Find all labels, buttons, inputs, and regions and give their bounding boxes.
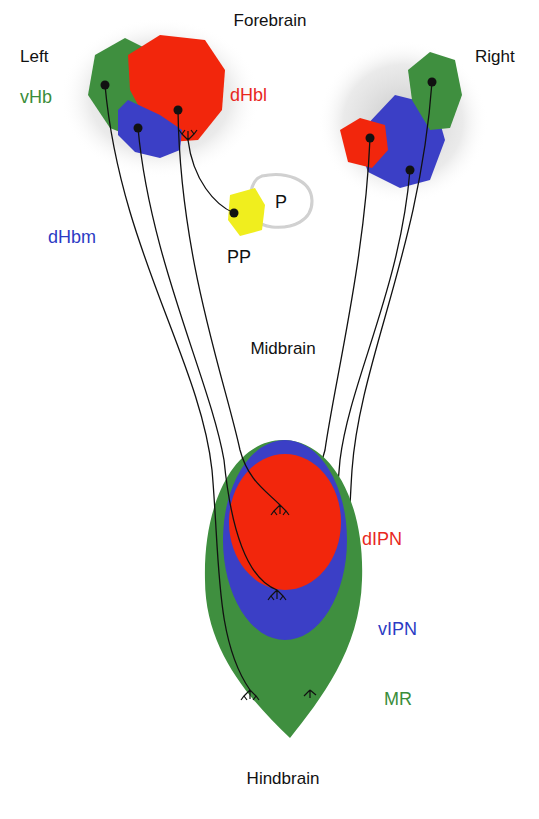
right-somata <box>366 78 437 175</box>
region-node: dIPN <box>229 454 341 590</box>
soma <box>428 78 437 87</box>
region-fill <box>229 454 341 590</box>
region-label: P <box>250 193 312 211</box>
region-fill <box>205 440 362 738</box>
region-fill <box>118 100 182 158</box>
region-heading: Right <box>475 48 515 65</box>
region-shape <box>203 438 365 740</box>
region-shape <box>125 33 228 145</box>
region-label: dIPN <box>362 530 402 548</box>
region-shape <box>229 454 341 590</box>
soma <box>230 209 239 218</box>
region-label: vHb <box>20 88 52 106</box>
region-label: dHbl <box>230 86 267 104</box>
soma <box>134 124 143 133</box>
pineal-shadow <box>251 176 311 227</box>
region-fill <box>251 176 311 227</box>
region-label: MR <box>384 690 412 708</box>
region-node: P <box>250 175 312 228</box>
region-node: dHbl <box>125 33 228 145</box>
region-node: vIPN <box>223 440 347 640</box>
soma <box>101 81 110 90</box>
region-heading: Forebrain <box>234 12 307 29</box>
region-label: dHbm <box>48 228 96 246</box>
region-shape <box>226 186 268 238</box>
region-shape <box>223 440 347 640</box>
soma <box>366 134 375 143</box>
region-fill <box>223 440 347 640</box>
region-shape <box>85 33 151 143</box>
right-dhbl-region <box>340 118 388 168</box>
region-node: dHbm <box>115 97 185 160</box>
region-heading: Midbrain <box>250 340 315 357</box>
axon-line <box>188 140 234 213</box>
soma <box>406 166 415 175</box>
region-label: vIPN <box>378 620 417 638</box>
region-label: PP <box>227 248 251 266</box>
region-shape <box>115 97 185 160</box>
region-node: PP <box>226 186 268 238</box>
right-habenula-glow <box>318 40 488 204</box>
region-heading: Left <box>20 48 48 65</box>
soma <box>174 106 183 115</box>
right-vhb-region <box>408 52 462 130</box>
region-node: vHb <box>85 33 151 143</box>
region-node: MR <box>203 438 365 740</box>
region-heading: Hindbrain <box>247 770 320 787</box>
